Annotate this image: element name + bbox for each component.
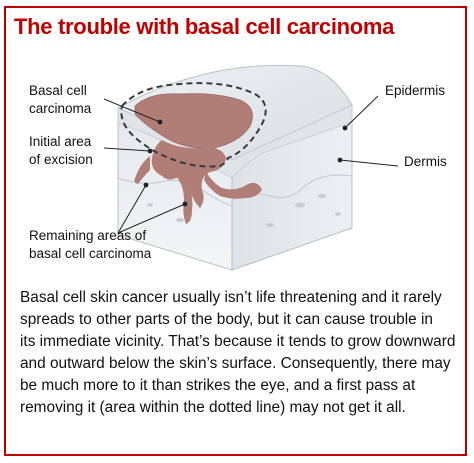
leader-line-endpoints	[143, 119, 348, 207]
tumor-tendril-middle	[176, 176, 193, 224]
description-paragraph: Basal cell skin cancer usually isn’t lif…	[20, 289, 456, 416]
label-epidermis: Epidermis	[385, 83, 446, 98]
tumor-main-mass	[151, 140, 226, 208]
excision-dotted-outline	[120, 82, 267, 168]
figure-title: The trouble with basal cell carcinoma	[14, 14, 395, 39]
label-basal-cell-carcinoma: Basal cell carcinoma	[29, 83, 92, 116]
label-initial-area-of-excision: Initial area of excision	[29, 134, 93, 167]
leader-lines	[103, 95, 399, 234]
tumor-tendril-right	[204, 172, 262, 199]
label-remaining-areas: Remaining areas of basal cell carcinoma	[29, 228, 152, 261]
tumor-surface	[134, 93, 253, 149]
tumor-tendril-left	[134, 156, 150, 184]
label-dermis: Dermis	[404, 154, 447, 169]
dermis-structures	[147, 194, 341, 227]
